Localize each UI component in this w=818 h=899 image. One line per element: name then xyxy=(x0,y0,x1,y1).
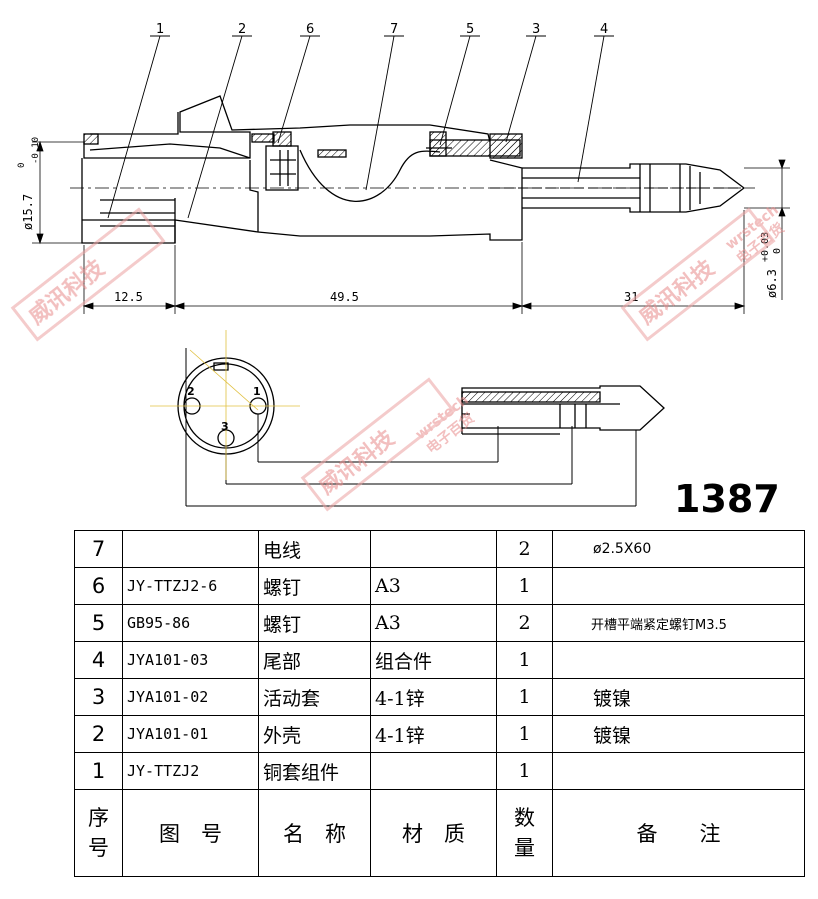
dim-length-a: 12.5 xyxy=(114,290,143,304)
bom-name: 尾部 xyxy=(258,641,371,679)
dim-length-c: 31 xyxy=(624,290,638,304)
bom-qty: 2 xyxy=(496,604,553,642)
dim-diameter-body-tol-lower: -0.10 xyxy=(31,137,41,164)
bom-code: JY-TTZJ2 xyxy=(122,752,259,790)
bom-code: JYA101-03 xyxy=(122,641,259,679)
table-row: 3 JYA101-02 活动套 4-1锌 1 镀镍 xyxy=(74,678,805,716)
bom-qty: 1 xyxy=(496,715,553,753)
dim-diameter-body-tol-upper: 0 xyxy=(17,163,27,168)
model-number: 1387 xyxy=(674,477,780,521)
header-code: 图 号 xyxy=(122,789,259,877)
bom-name: 螺钉 xyxy=(258,604,371,642)
bom-note xyxy=(552,752,805,790)
bom-seq: 2 xyxy=(74,715,123,753)
table-row: 1 JY-TTZJ2 铜套组件 1 xyxy=(74,752,805,790)
table-row: 4 JYA101-03 尾部 组合件 1 xyxy=(74,641,805,679)
bom-material: A3 xyxy=(370,567,497,605)
bom-note xyxy=(552,567,805,605)
bom-material xyxy=(370,752,497,790)
bom-code xyxy=(122,530,259,568)
table-row: 6 JY-TTZJ2-6 螺钉 A3 1 xyxy=(74,567,805,605)
bom-name: 外壳 xyxy=(258,715,371,753)
header-material: 材 质 xyxy=(370,789,497,877)
bom-code: JYA101-01 xyxy=(122,715,259,753)
bom-note: ø2.5X60 xyxy=(552,530,805,568)
bom-material: 组合件 xyxy=(370,641,497,679)
header-name: 名 称 xyxy=(258,789,371,877)
pin-label-3: 3 xyxy=(221,420,229,433)
bom-material: 4-1锌 xyxy=(370,715,497,753)
bom-seq: 5 xyxy=(74,604,123,642)
bom-code: JYA101-02 xyxy=(122,678,259,716)
callout-2: 2 xyxy=(238,22,246,37)
bom-qty: 2 xyxy=(496,530,553,568)
dim-diameter-plug-tol-lower: 0 xyxy=(772,248,783,254)
table-header-row: 序号 图 号 名 称 材 质 数量 备 注 xyxy=(74,789,805,877)
header-seq: 序号 xyxy=(74,789,123,877)
table-row: 7 电线 2 ø2.5X60 xyxy=(74,530,805,568)
bom-note: 镀镍 xyxy=(552,715,805,753)
bom-material xyxy=(370,530,497,568)
bom-name: 螺钉 xyxy=(258,567,371,605)
pin-label-2: 2 xyxy=(187,385,195,398)
bom-seq: 3 xyxy=(74,678,123,716)
bom-note xyxy=(552,641,805,679)
watermark-stamps: 威讯科技 威讯科技 威讯科技 wrstech 电子百货 wrstech 电子百货 xyxy=(10,202,788,512)
plug-side-view xyxy=(70,95,755,244)
bom-table: 7 电线 2 ø2.5X60 6 JY-TTZJ2-6 螺钉 A3 1 5 GB… xyxy=(74,530,805,877)
table-row: 2 JYA101-01 外壳 4-1锌 1 镀镍 xyxy=(74,715,805,753)
header-note: 备 注 xyxy=(552,789,805,877)
callout-leaders xyxy=(107,35,614,219)
bom-qty: 1 xyxy=(496,678,553,716)
bom-name: 活动套 xyxy=(258,678,371,716)
pin-label-1: 1 xyxy=(253,385,261,398)
callout-4: 4 xyxy=(600,22,608,37)
callout-1: 1 xyxy=(156,22,164,37)
dim-diameter-body: ø15.7 xyxy=(21,194,35,230)
bom-seq: 1 xyxy=(74,752,123,790)
bom-material: 4-1锌 xyxy=(370,678,497,716)
bom-code: GB95-86 xyxy=(122,604,259,642)
callout-7: 7 xyxy=(390,22,398,37)
header-qty: 数量 xyxy=(496,789,553,877)
bom-material: A3 xyxy=(370,604,497,642)
dimension-lines xyxy=(32,140,790,314)
bom-note: 开槽平端紧定螺钉M3.5 xyxy=(552,604,805,642)
table-row: 5 GB95-86 螺钉 A3 2 开槽平端紧定螺钉M3.5 xyxy=(74,604,805,642)
dim-length-b: 49.5 xyxy=(330,290,359,304)
bom-note: 镀镍 xyxy=(552,678,805,716)
callout-5: 5 xyxy=(466,22,474,37)
bom-name: 铜套组件 xyxy=(258,752,371,790)
technical-drawing: 1 2 6 7 5 3 4 ø15.7 0 -0.10 ø6.3 +0.03 0… xyxy=(10,22,790,521)
dim-diameter-plug: ø6.3 xyxy=(765,269,779,298)
bom-code: JY-TTZJ2-6 xyxy=(122,567,259,605)
bom-seq: 4 xyxy=(74,641,123,679)
bom-qty: 1 xyxy=(496,641,553,679)
callout-6: 6 xyxy=(306,22,314,37)
callout-3: 3 xyxy=(532,22,540,37)
bom-name: 电线 xyxy=(258,530,371,568)
bom-seq: 6 xyxy=(74,567,123,605)
bom-qty: 1 xyxy=(496,752,553,790)
bom-seq: 7 xyxy=(74,530,123,568)
bom-qty: 1 xyxy=(496,567,553,605)
